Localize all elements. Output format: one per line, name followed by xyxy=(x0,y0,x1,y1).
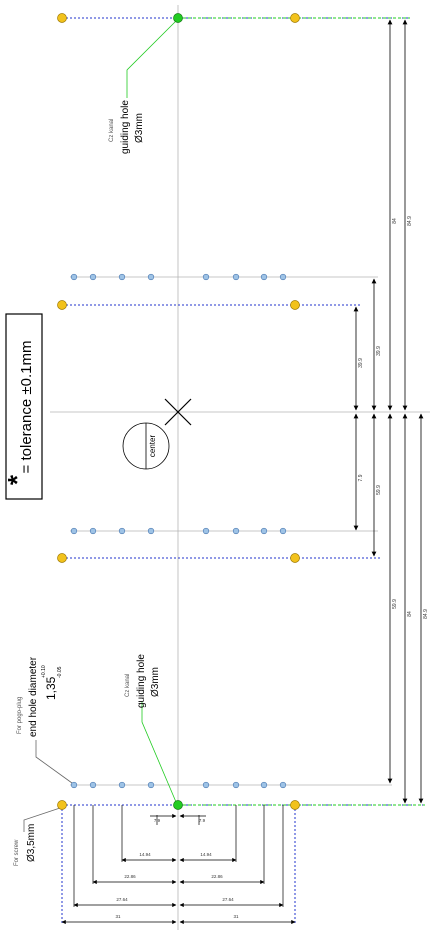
pogo-hole xyxy=(260,527,268,535)
pogo-note-line1: end hole diameter xyxy=(28,656,39,737)
pogo-note-sup: +0.10 xyxy=(41,665,47,678)
dim-v10-label: 84.9 xyxy=(423,609,429,619)
tolerance-text: = tolerance ±0.1mm xyxy=(18,341,35,474)
center-mark: center xyxy=(122,398,192,470)
guiding-bottom-line1: guiding hole xyxy=(136,654,147,708)
dim-r5-right-label: 31 xyxy=(233,914,239,919)
screw-hole xyxy=(290,553,300,563)
pogo-hole xyxy=(232,527,240,535)
leader-pogo xyxy=(35,740,73,784)
dim-v3-label: 39.9 xyxy=(376,346,382,356)
pogo-hole xyxy=(70,273,78,281)
leader-guiding-bottom xyxy=(141,702,177,803)
pogo-hole xyxy=(118,273,126,281)
dim-r1-left-label: 7.9 xyxy=(154,818,161,823)
dim-v1-label: 39.9 xyxy=(358,358,364,368)
guiding-bottom-channel: Cz kanal xyxy=(125,674,131,697)
dim-v7-label: 84.9 xyxy=(407,216,413,226)
dim-v4-label: 59.9 xyxy=(376,485,382,495)
screw-hole xyxy=(57,300,67,310)
dim-r4-left-label: 27.64 xyxy=(116,897,128,902)
guiding-holes xyxy=(173,13,183,810)
screw-note-value: Ø3,5mm xyxy=(26,824,37,862)
screw-note-prefix: For screw xyxy=(14,839,20,866)
pogo-hole xyxy=(147,781,155,789)
pogo-hole xyxy=(89,781,97,789)
leader-screw xyxy=(23,807,61,832)
pogo-hole xyxy=(279,527,287,535)
dim-v6-label: 59.9 xyxy=(392,599,398,609)
pogo-hole xyxy=(202,273,210,281)
pogo-hole xyxy=(89,273,97,281)
pogo-hole xyxy=(279,781,287,789)
dim-v8-label: 84 xyxy=(407,611,413,617)
dim-v9-label: 7.9 xyxy=(358,474,364,481)
dim-r1-right-label: 7.9 xyxy=(199,818,206,823)
pogo-hole xyxy=(202,527,210,535)
pogo-hole xyxy=(260,781,268,789)
screw-holes xyxy=(57,13,300,810)
dim-r5-left-label: 31 xyxy=(115,914,121,919)
pogo-hole xyxy=(70,781,78,789)
center-label: center xyxy=(148,435,157,458)
screw-hole xyxy=(290,300,300,310)
screw-hole xyxy=(290,800,300,810)
dashed-rows xyxy=(61,17,425,925)
pogo-hole xyxy=(232,781,240,789)
guiding-bottom-line2: Ø3mm xyxy=(150,667,161,697)
construction-lines xyxy=(50,5,430,930)
guiding-top-line2: Ø3mm xyxy=(134,113,145,143)
dim-r2-right-label: 14.94 xyxy=(200,852,212,857)
bottom-dimensions xyxy=(61,805,296,925)
screw-hole xyxy=(290,13,300,23)
pogo-hole xyxy=(202,781,210,789)
tolerance-frame xyxy=(5,313,43,500)
leader-lines xyxy=(23,20,177,832)
pogo-hole xyxy=(279,273,287,281)
pogo-hole xyxy=(70,527,78,535)
pogo-holes xyxy=(70,273,287,789)
guiding-hole-top xyxy=(173,13,183,23)
dim-r3-right-label: 22.86 xyxy=(211,874,223,879)
vertical-dimensions xyxy=(353,19,424,804)
pogo-hole xyxy=(118,527,126,535)
dim-r2-left-label: 14.94 xyxy=(139,852,151,857)
pogo-hole xyxy=(147,273,155,281)
leader-guiding-top xyxy=(126,20,177,98)
guiding-hole-bottom xyxy=(173,800,183,810)
screw-hole xyxy=(57,800,67,810)
pogo-hole xyxy=(232,273,240,281)
guiding-top-line1: guiding hole xyxy=(120,100,131,154)
pogo-note-prefix: For pogo-plug xyxy=(17,697,23,734)
dim-v5-label: 84 xyxy=(392,218,398,224)
tolerance-box: = tolerance ±0.1mm * xyxy=(2,313,43,500)
pogo-hole xyxy=(147,527,155,535)
screw-hole xyxy=(57,553,67,563)
tolerance-star: * xyxy=(2,474,32,485)
dim-r3-left-label: 22.86 xyxy=(124,874,136,879)
dim-r4-right-label: 27.64 xyxy=(222,897,234,902)
pogo-hole xyxy=(89,527,97,535)
screw-hole xyxy=(57,13,67,23)
pogo-note-sub: -0.05 xyxy=(57,666,63,678)
pogo-hole xyxy=(118,781,126,789)
guiding-top-channel: Cz kanal xyxy=(109,119,115,142)
pogo-note-value: 1,35 xyxy=(44,676,58,700)
pogo-hole xyxy=(260,273,268,281)
